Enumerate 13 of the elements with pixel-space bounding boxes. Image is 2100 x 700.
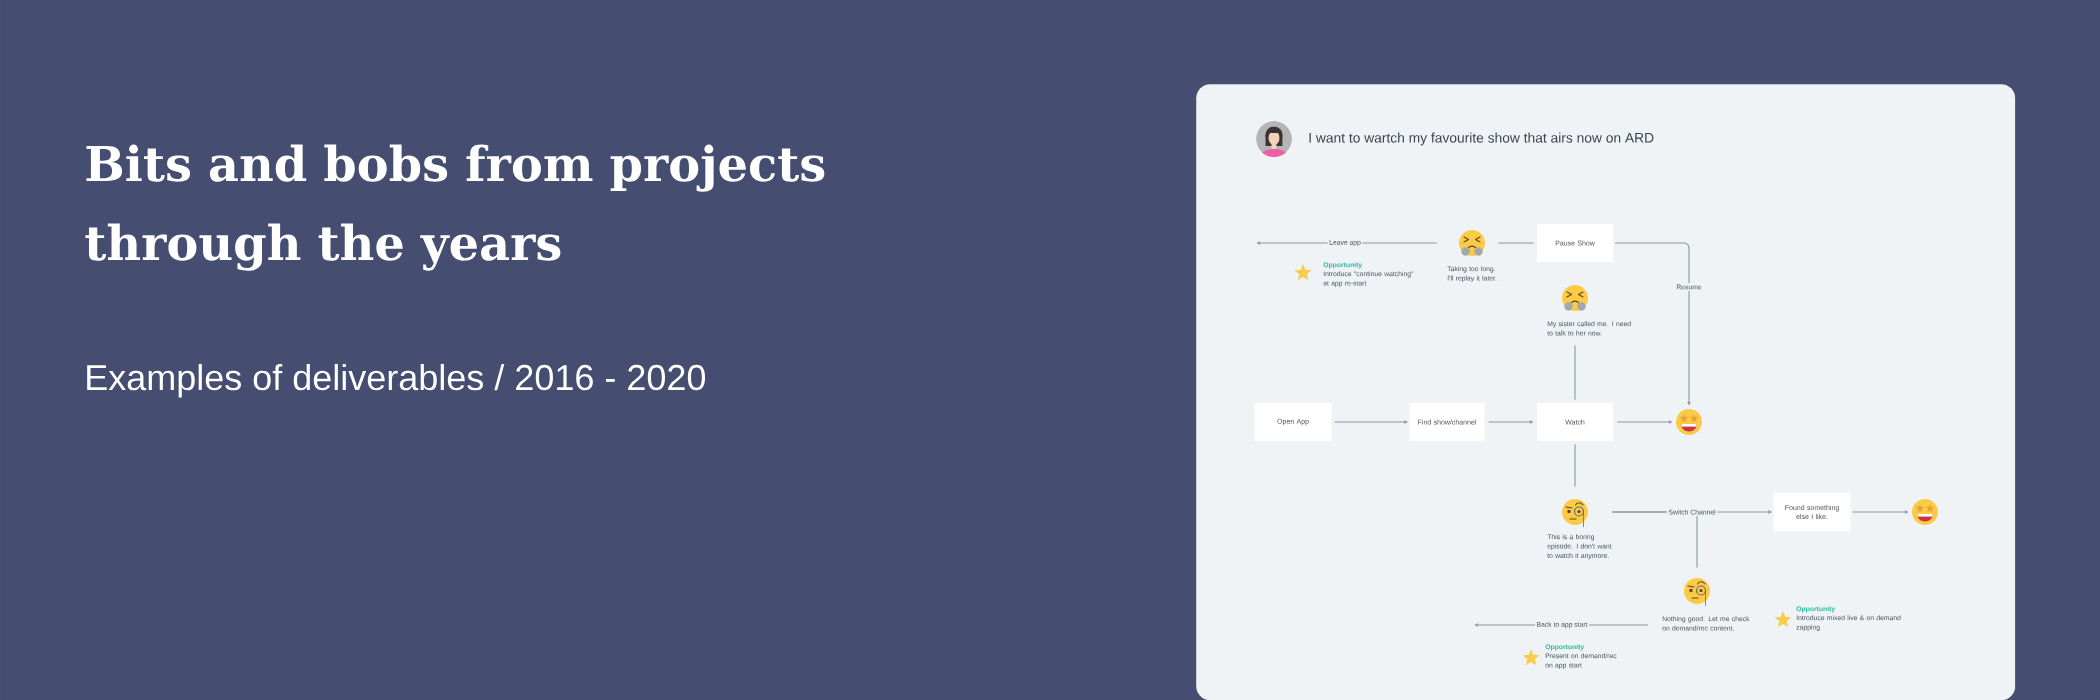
connector-line xyxy=(1574,344,1576,401)
arrow xyxy=(1852,510,1909,514)
connector-line xyxy=(1497,242,1535,244)
arrow xyxy=(1614,242,1691,406)
arrow xyxy=(1334,420,1408,424)
emoji-icon xyxy=(1676,409,1702,435)
heading: I want to wartch my favourite show that airs now on ARD xyxy=(1309,132,1654,146)
emoji-icon xyxy=(1912,499,1938,525)
arrow xyxy=(1488,420,1534,424)
arrow xyxy=(1616,420,1673,424)
subtitle: Examples of deliverables / 2016 - 2020 xyxy=(87,363,706,398)
title: Bits and bobs from projects through the years xyxy=(85,144,825,271)
connector-line xyxy=(1574,443,1576,488)
